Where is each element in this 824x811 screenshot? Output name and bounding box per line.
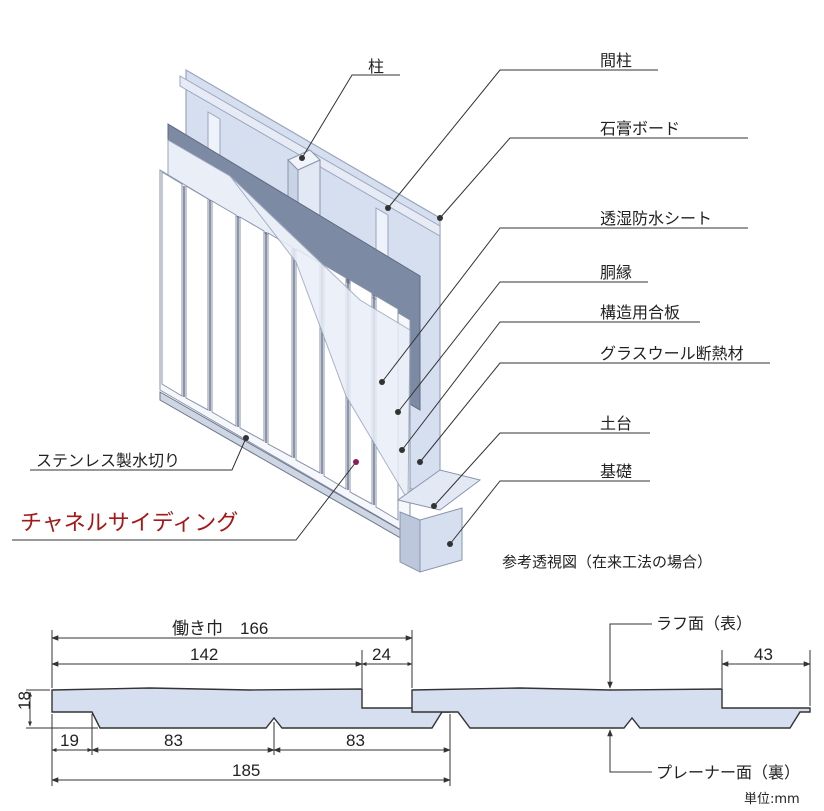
label-pillar: 柱 <box>368 57 384 76</box>
label-working-width: 働き巾 166 <box>172 619 268 638</box>
dim-19: 19 <box>60 731 79 750</box>
foundation <box>399 507 463 573</box>
dim-18: 18 <box>15 691 34 710</box>
dim-185: 185 <box>232 761 260 780</box>
label-gypsum-board: 石膏ボード <box>600 119 680 138</box>
dimension-lines <box>26 623 811 786</box>
label-unit: 単位:mm <box>744 791 800 807</box>
profile-board-right <box>411 687 811 729</box>
caption: 参考透視図（在来工法の場合） <box>502 553 712 571</box>
wall-perspective <box>159 68 482 573</box>
dim-142: 142 <box>190 645 218 664</box>
label-foundation: 基礎 <box>600 462 632 481</box>
sill <box>396 469 482 511</box>
label-rough-face: ラフ面（表） <box>656 614 752 633</box>
label-stud: 間柱 <box>600 51 632 70</box>
label-glass-wool: グラスウール断熱材 <box>600 344 744 363</box>
label-sill: 土台 <box>600 414 632 433</box>
channel-siding <box>159 169 411 536</box>
dim-43: 43 <box>754 645 773 664</box>
leader-lines <box>12 69 770 545</box>
dim-83-right: 83 <box>346 731 365 750</box>
dim-83-left: 83 <box>164 731 183 750</box>
dim-24: 24 <box>372 645 391 664</box>
label-structural-plywood: 構造用合板 <box>600 303 680 322</box>
label-drip-flashing: ステンレス製水切り <box>36 451 180 470</box>
label-furring: 胴縁 <box>600 263 632 282</box>
label-channel-siding: チャネルサイディング <box>20 511 238 536</box>
leader-dots <box>243 155 453 547</box>
label-planer-face: プレーナー面（裏） <box>656 763 800 782</box>
profile-section <box>51 687 811 729</box>
profile-board-left <box>51 687 451 729</box>
siding-leader-dot <box>353 459 359 465</box>
label-moisture-sheet: 透湿防水シート <box>600 209 712 228</box>
